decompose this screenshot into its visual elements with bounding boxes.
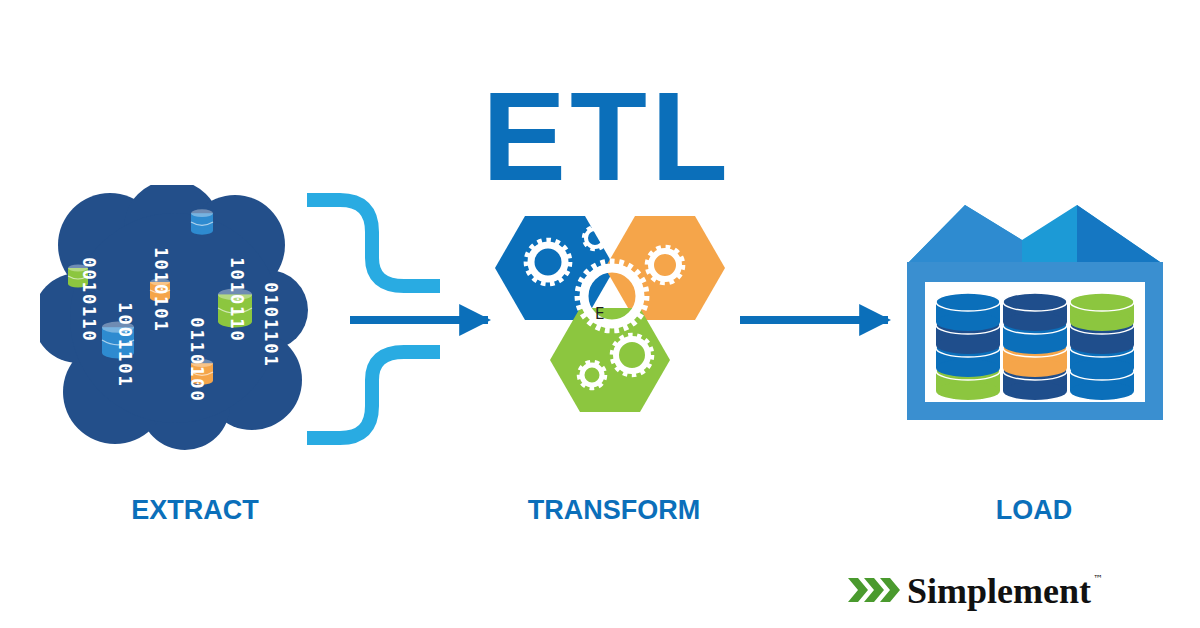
- feed-pipe: [307, 200, 440, 286]
- binary-digits: 1001101: [116, 302, 133, 388]
- stage-label: LOAD: [888, 495, 1180, 526]
- diagram-title: ETL: [482, 74, 732, 200]
- binary-digits: 0010110: [80, 257, 97, 343]
- feed-pipe: [307, 352, 440, 438]
- flow-arrow: [350, 316, 488, 324]
- binary-digits: 0110100: [188, 317, 205, 403]
- binary-digits: 1010101: [152, 247, 169, 333]
- node-illustration: [488, 185, 740, 535]
- node-illustration: [888, 185, 1180, 535]
- trademark-mark: ™: [1093, 574, 1103, 584]
- stage-label: TRANSFORM: [488, 495, 740, 526]
- flow-arrow: [740, 316, 888, 324]
- logo-chevrons: [848, 578, 900, 602]
- warehouse-target: LOAD: [888, 185, 1180, 535]
- stage-label: EXTRACT: [40, 495, 350, 526]
- gear-letter: E: [595, 307, 604, 322]
- transform-gears: TRANSFORM: [488, 185, 740, 535]
- brand-name: Simplement: [907, 573, 1091, 609]
- binary-digits: 1010110: [228, 257, 245, 343]
- binary-digits: 0101101: [262, 282, 279, 368]
